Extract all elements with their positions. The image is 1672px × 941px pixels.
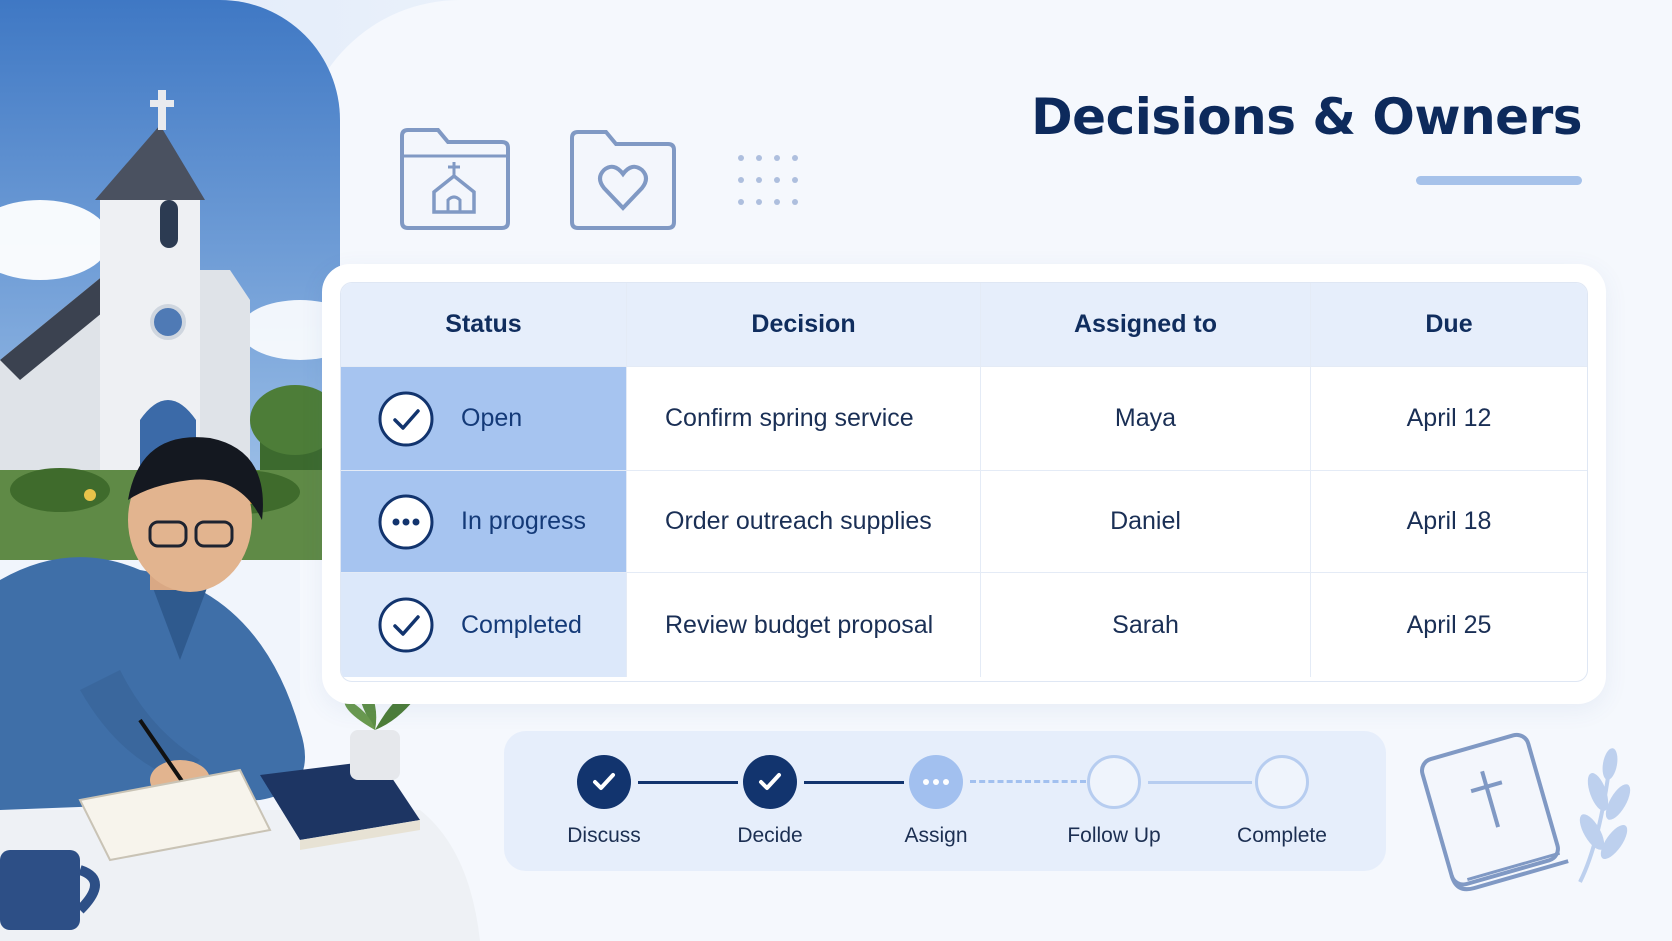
step-label: Decide — [737, 824, 803, 847]
step-done-check-icon — [577, 755, 631, 809]
step-connector — [970, 780, 1086, 783]
bible-icon — [1420, 732, 1631, 892]
assignee-cell: Daniel — [981, 471, 1311, 573]
step-label: Assign — [904, 824, 968, 847]
step-label: Complete — [1237, 824, 1327, 847]
church-illustration — [0, 0, 340, 560]
header-status[interactable]: Status — [341, 283, 627, 367]
decision-cell: Review budget proposal — [627, 573, 981, 677]
workflow-stepper: Discuss Decide Assign Follow Up Complete — [504, 731, 1386, 871]
status-label: Completed — [461, 610, 582, 639]
step-discuss[interactable]: Discuss — [524, 755, 684, 848]
decision-cell: Order outreach supplies — [627, 471, 981, 573]
assignee-cell: Sarah — [981, 573, 1311, 677]
step-label: Follow Up — [1067, 824, 1161, 847]
decisions-table-card: Status Decision Assigned to Due Open Con… — [322, 264, 1606, 704]
step-follow-up[interactable]: Follow Up — [1034, 755, 1194, 848]
status-cell[interactable]: Completed — [341, 573, 627, 677]
status-cell[interactable]: Open — [341, 367, 627, 471]
due-cell: April 18 — [1311, 471, 1587, 573]
step-complete[interactable]: Complete — [1202, 755, 1362, 848]
ellipsis-circle-icon — [378, 494, 434, 549]
step-current-ellipsis-icon — [909, 755, 963, 809]
check-circle-icon — [378, 391, 434, 446]
header-assigned-to[interactable]: Assigned to — [981, 283, 1311, 367]
decisions-table: Status Decision Assigned to Due Open Con… — [340, 282, 1588, 682]
step-assign[interactable]: Assign — [856, 755, 1016, 848]
due-cell: April 12 — [1311, 367, 1587, 471]
status-label: In progress — [461, 507, 587, 535]
step-pending-circle-icon — [1255, 755, 1309, 809]
header-decision[interactable]: Decision — [627, 283, 981, 367]
church-folder-icon — [400, 128, 510, 230]
step-connector — [638, 781, 738, 784]
check-circle-icon — [378, 597, 434, 653]
step-pending-circle-icon — [1087, 755, 1141, 809]
status-cell[interactable]: In progress — [341, 471, 627, 573]
decision-cell: Confirm spring service — [627, 367, 981, 471]
person-writing-illustration — [0, 430, 490, 941]
assignee-cell: Maya — [981, 367, 1311, 471]
step-connector — [804, 781, 904, 784]
page-title: Decisions & Owners — [1031, 88, 1582, 146]
step-label: Discuss — [567, 824, 641, 847]
step-done-check-icon — [743, 755, 797, 809]
step-decide[interactable]: Decide — [690, 755, 850, 848]
header-due[interactable]: Due — [1311, 283, 1587, 367]
heart-folder-icon — [570, 130, 676, 230]
status-label: Open — [461, 404, 523, 432]
dot-grid-icon — [738, 155, 798, 205]
step-connector — [1148, 781, 1252, 784]
due-cell: April 25 — [1406, 610, 1492, 639]
leaf-branch-icon — [1578, 748, 1631, 883]
title-underline — [1416, 176, 1582, 185]
